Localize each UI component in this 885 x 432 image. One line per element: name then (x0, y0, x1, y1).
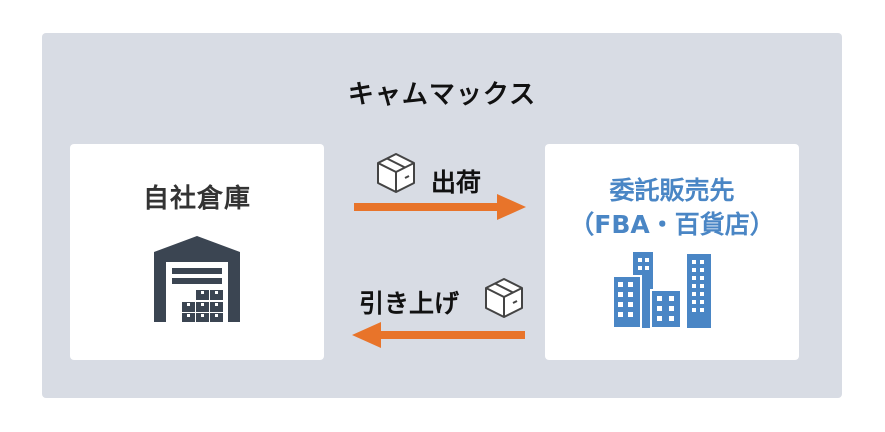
own-warehouse-card: 自社倉庫 (70, 144, 324, 360)
consignment-title: 委託販売先 （FBA・百貨店） (545, 174, 799, 242)
diagram-title: キャムマックス (347, 80, 537, 110)
consignment-card: 委託販売先 （FBA・百貨店） (545, 144, 799, 360)
consignment-title-line2: （FBA・百貨店） (569, 210, 775, 239)
buildings-icon (613, 252, 711, 328)
ship-label: 出荷 (431, 168, 482, 197)
box-icon (485, 278, 523, 318)
box-icon (377, 153, 415, 193)
pull-back-label: 引き上げ (359, 289, 460, 318)
ship-arrow (354, 194, 526, 220)
own-warehouse-title: 自社倉庫 (142, 184, 251, 214)
warehouse-icon (154, 236, 240, 322)
pull-back-arrow (352, 322, 525, 348)
consignment-title-line1: 委託販売先 (609, 176, 735, 205)
